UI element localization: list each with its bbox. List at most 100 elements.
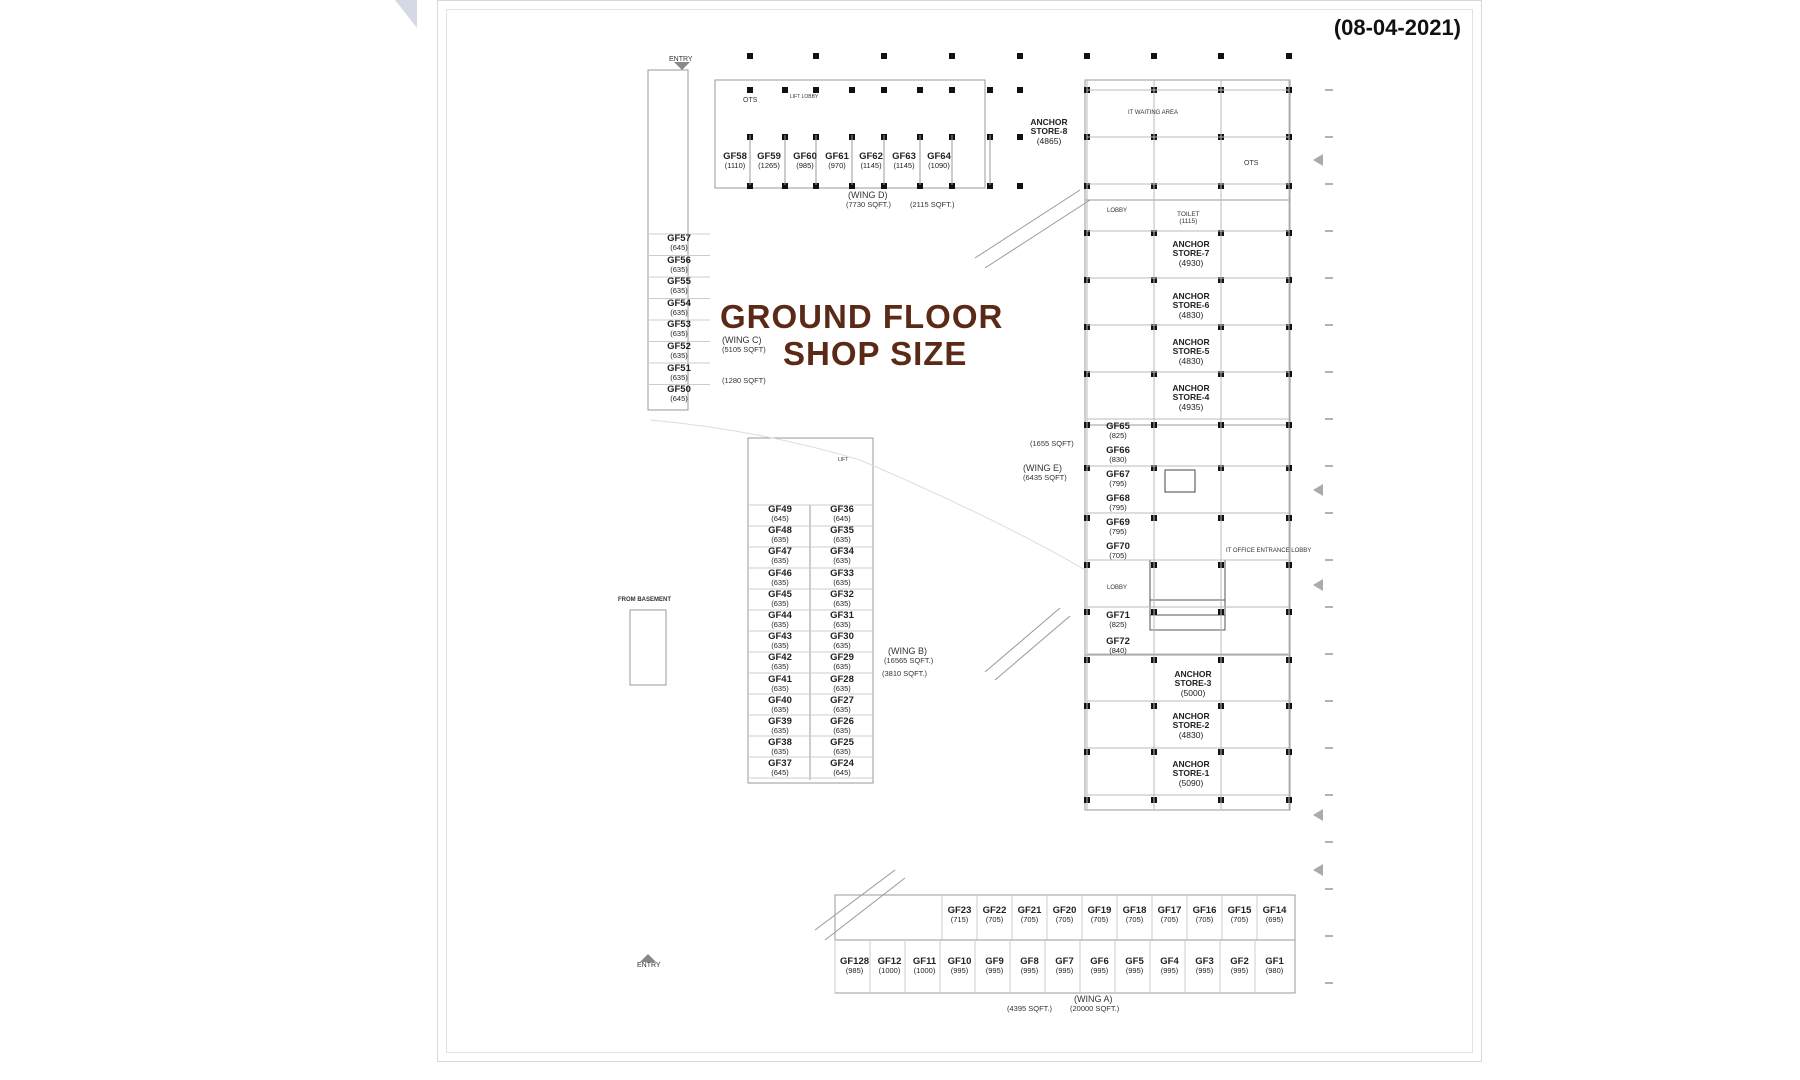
column-marker <box>1017 183 1023 189</box>
shop-area: (1000) <box>913 965 936 975</box>
shop-unit-gf56: GF56(635) <box>650 255 708 274</box>
shop-code: GF9 <box>985 956 1004 967</box>
shop-code: GF60 <box>793 151 817 162</box>
anchor-store-5: ANCHOR STORE-5(4830) <box>1160 337 1222 366</box>
side-entry-arrow-icon <box>1313 809 1323 821</box>
shop-code: GF72 <box>1106 636 1130 647</box>
wing-e-extra: (1655 SQFT) <box>1030 439 1074 448</box>
shop-area: (825) <box>1109 619 1127 629</box>
shop-code: GF52 <box>667 341 691 352</box>
shop-area: (705) <box>1195 914 1214 924</box>
shop-area: (635) <box>833 641 851 651</box>
shop-code: GF21 <box>1017 905 1042 916</box>
shop-unit-gf10: GF10(995) <box>942 957 977 975</box>
column-marker <box>1017 134 1023 140</box>
anchor-area: (4935) <box>1178 401 1204 412</box>
shop-unit-gf34: GF34(635) <box>814 547 870 565</box>
wing-b-area: (16565 SQFT.) <box>884 656 934 665</box>
it-office-lobby-label: IT OFFICE ENTRANCE LOBBY <box>1226 548 1312 554</box>
ramp-line <box>984 199 1091 269</box>
shop-area: (635) <box>670 372 688 382</box>
shop-code: GF69 <box>1106 517 1130 528</box>
anchor-area: (4865) <box>1036 135 1062 146</box>
column-marker <box>813 53 819 59</box>
shop-code: GF67 <box>1106 469 1130 480</box>
shop-code: GF42 <box>768 652 792 664</box>
shop-area: (705) <box>1090 914 1109 924</box>
shop-area: (705) <box>1160 914 1179 924</box>
anchor-store-4: ANCHOR STORE-4(4935) <box>1160 383 1222 412</box>
lift-label: LIFT <box>838 457 849 463</box>
shop-code: GF51 <box>667 362 691 374</box>
shop-code: GF26 <box>830 716 854 727</box>
shop-area: (635) <box>833 577 851 587</box>
shop-code: GF25 <box>830 737 854 749</box>
shop-area: (635) <box>833 619 851 629</box>
shop-area: (635) <box>771 598 789 608</box>
shop-unit-gf58: GF58(1110) <box>718 152 752 170</box>
shop-unit-gf4: GF4(995) <box>1152 957 1187 975</box>
shop-unit-gf17: GF17(705) <box>1152 906 1187 924</box>
column-marker <box>987 183 993 189</box>
shop-code: GF35 <box>830 525 854 537</box>
shop-unit-gf18: GF18(705) <box>1117 906 1152 924</box>
shop-code: GF27 <box>830 694 854 706</box>
shop-code: GF36 <box>830 504 854 515</box>
shop-unit-gf20: GF20(705) <box>1047 906 1082 924</box>
from-basement-label: FROM BASEMENT <box>618 597 671 603</box>
shop-area: (980) <box>1265 965 1284 975</box>
wing-c-name: (WING C) <box>722 335 762 345</box>
shop-area: (995) <box>1160 965 1179 975</box>
shop-code: GF20 <box>1052 905 1077 916</box>
left-strip <box>647 69 689 411</box>
wing-e-core <box>1084 424 1291 656</box>
shop-area: (645) <box>771 513 789 523</box>
toilet-label: TOILET(1115) <box>1177 211 1200 225</box>
shop-code: GF7 <box>1055 956 1074 967</box>
shop-unit-gf35: GF35(635) <box>814 526 870 544</box>
anchor-store-7: ANCHOR STORE-7(4930) <box>1160 239 1222 268</box>
shop-area: (635) <box>771 725 789 735</box>
side-entry-arrow-icon <box>1313 154 1323 166</box>
anchor-area: (5090) <box>1178 777 1204 788</box>
shop-unit-gf26: GF26(635) <box>814 717 870 735</box>
entry-arrow-icon <box>640 954 656 962</box>
toilet-area: (1115) <box>1179 218 1198 225</box>
shop-code: GF3 <box>1195 956 1214 967</box>
shop-area: (705) <box>1230 914 1249 924</box>
shop-area: (995) <box>1195 965 1214 975</box>
shop-unit-gf25: GF25(635) <box>814 738 870 756</box>
shop-unit-gf47: GF47(635) <box>752 547 808 565</box>
shop-code: GF70 <box>1106 541 1130 552</box>
shop-code: GF23 <box>947 905 972 916</box>
shop-unit-gf30: GF30(635) <box>814 632 870 650</box>
shop-unit-gf128: GF128(985) <box>837 957 872 975</box>
floor-plan-sheet: (08-04-2021) <box>437 0 1482 1062</box>
shop-area: (795) <box>1109 526 1127 536</box>
shop-code: GF57 <box>667 233 691 244</box>
shop-area: (705) <box>1055 914 1074 924</box>
ramp-line <box>814 869 896 931</box>
shop-unit-gf12: GF12(1000) <box>872 957 907 975</box>
anchor-store-3: ANCHOR STORE-3(5000) <box>1162 669 1224 698</box>
shop-code: GF12 <box>877 956 902 967</box>
shop-code: GF48 <box>768 525 792 537</box>
column-marker <box>849 87 855 93</box>
anchor-store-6: ANCHOR STORE-6(4830) <box>1160 291 1222 320</box>
anchor-store-2: ANCHOR STORE-2(4830) <box>1160 711 1222 740</box>
shop-code: GF55 <box>667 276 691 288</box>
shop-unit-gf31: GF31(635) <box>814 611 870 629</box>
column-marker <box>917 183 923 189</box>
column-marker <box>1017 87 1023 93</box>
shop-area: (635) <box>771 535 789 545</box>
shop-unit-gf11: GF11(1000) <box>907 957 942 975</box>
shop-area: (635) <box>771 683 789 693</box>
shop-unit-gf7: GF7(995) <box>1047 957 1082 975</box>
shop-area: (635) <box>833 535 851 545</box>
wing-a-name: (WING A) <box>1074 994 1113 1004</box>
wing-d-area: (7730 SQFT.) <box>846 200 892 209</box>
plan-title-line-1: GROUND FLOOR <box>720 298 1004 335</box>
shop-area: (645) <box>670 394 688 404</box>
shop-area: (695) <box>1265 914 1284 924</box>
shop-unit-gf53: GF53(635) <box>650 320 708 338</box>
